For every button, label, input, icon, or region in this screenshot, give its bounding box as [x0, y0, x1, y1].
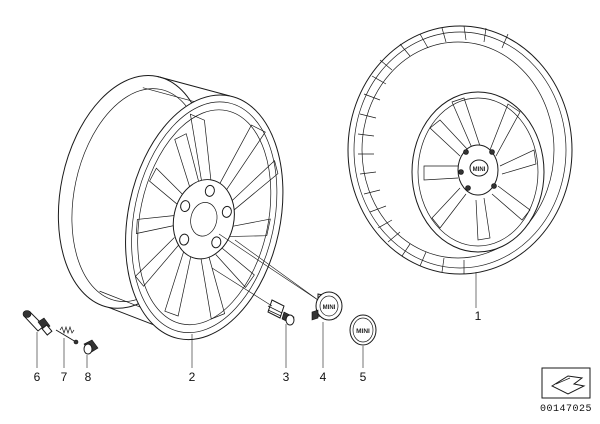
label-part-7: 7 — [61, 370, 68, 384]
valve-cap[interactable] — [83, 339, 99, 355]
centre-cap-mini-logo: MINI — [469, 159, 489, 177]
tyre-tread — [357, 25, 509, 274]
label-part-6: 6 — [34, 370, 41, 384]
label-part-1: 1 — [475, 309, 482, 323]
label-part-2: 2 — [189, 370, 196, 384]
svg-text:MINI: MINI — [356, 328, 370, 335]
wheel-spokes — [423, 97, 537, 241]
rim-bolt-holes — [179, 184, 232, 249]
label-part-3: 3 — [283, 370, 290, 384]
valve-insert[interactable] — [55, 325, 79, 345]
label-part-4: 4 — [320, 370, 327, 384]
alloy-rim[interactable] — [35, 62, 306, 355]
mini-emblem[interactable]: MINI — [349, 314, 377, 346]
tyre-valve[interactable] — [22, 310, 53, 336]
svg-text:MINI: MINI — [473, 167, 486, 173]
reference-icon-box — [541, 367, 591, 399]
leader-lines — [36, 233, 477, 368]
hub-cap[interactable]: MINI — [311, 291, 343, 321]
wheel-lug-nuts — [458, 149, 497, 191]
wheel-bolt[interactable] — [267, 299, 295, 326]
complete-wheel-with-tyre[interactable]: MINI — [347, 25, 573, 275]
label-part-8: 8 — [85, 370, 92, 384]
rim-spokes — [134, 113, 279, 320]
reference-number: 00147025 — [540, 404, 592, 415]
label-part-5: 5 — [360, 370, 367, 384]
svg-text:MINI: MINI — [323, 305, 336, 311]
